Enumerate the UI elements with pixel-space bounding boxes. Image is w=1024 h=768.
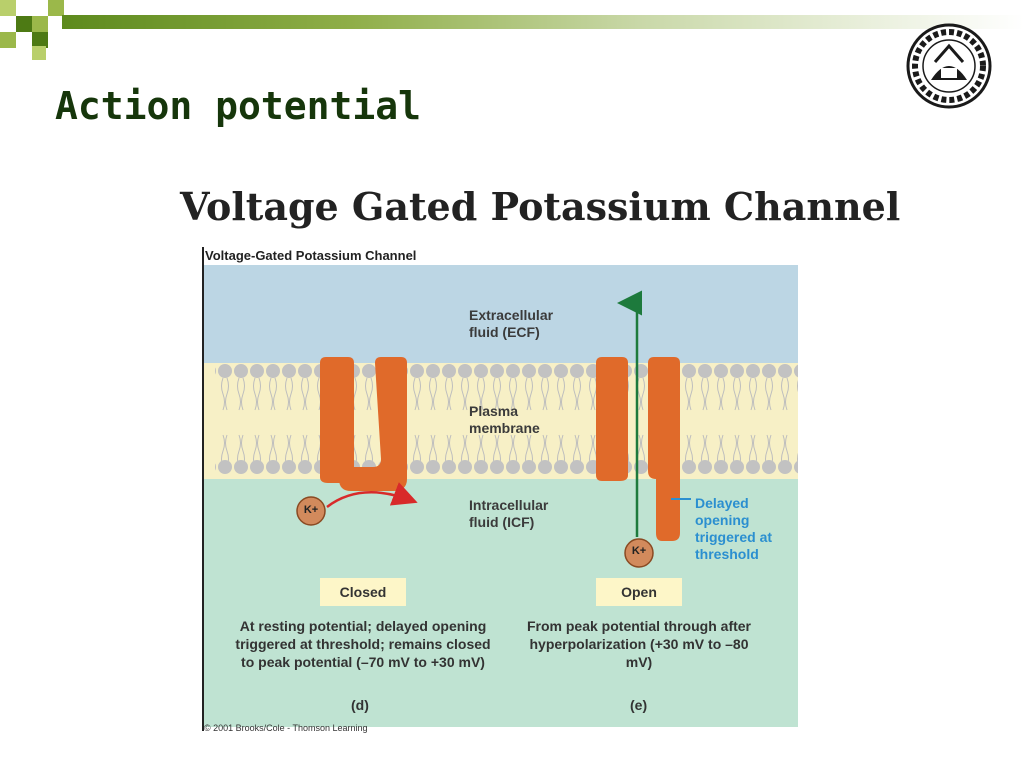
university-seal-icon	[905, 22, 993, 110]
open-state-label: Open	[596, 578, 682, 606]
header-decoration	[0, 0, 1024, 62]
delayed-opening-label: Delayed opening triggered at threshold	[695, 495, 773, 562]
closed-state-label: Closed	[320, 578, 406, 606]
slide-title: Action potential	[55, 84, 422, 128]
ion-label-open: K+	[631, 545, 647, 557]
closed-description: At resting potential; delayed opening tr…	[235, 618, 491, 670]
open-channel-left-subunit	[596, 357, 628, 481]
ecf-region	[203, 265, 798, 363]
potassium-ion-open	[624, 538, 654, 568]
blocked-flow-arrow	[326, 482, 418, 508]
copyright-credit: © 2001 Brooks/Cole - Thomson Learning	[204, 723, 368, 733]
open-channel-right-subunit	[648, 357, 680, 541]
closed-channel-left-subunit	[320, 357, 354, 483]
plasma-membrane-label: Plasma membrane	[469, 403, 540, 436]
potassium-ion-closed	[296, 496, 326, 526]
channel-diagram: Voltage-Gated Potassium Channel Extracel…	[201, 245, 798, 735]
diagram-graphic	[201, 245, 798, 731]
open-description: From peak potential through after hyperp…	[526, 618, 751, 670]
icf-label: Intracellular fluid (ICF)	[469, 497, 549, 530]
ecf-label: Extracellular fluid (ECF)	[469, 307, 554, 340]
ion-label-closed: K+	[303, 504, 319, 516]
panel-d-label: (d)	[351, 697, 369, 713]
closed-channel-right-subunit	[339, 357, 407, 491]
panel-title: Voltage-Gated Potassium Channel	[205, 248, 417, 263]
panel-e-label: (e)	[630, 697, 648, 713]
figure-heading: Voltage Gated Potassium Channel	[180, 184, 901, 229]
